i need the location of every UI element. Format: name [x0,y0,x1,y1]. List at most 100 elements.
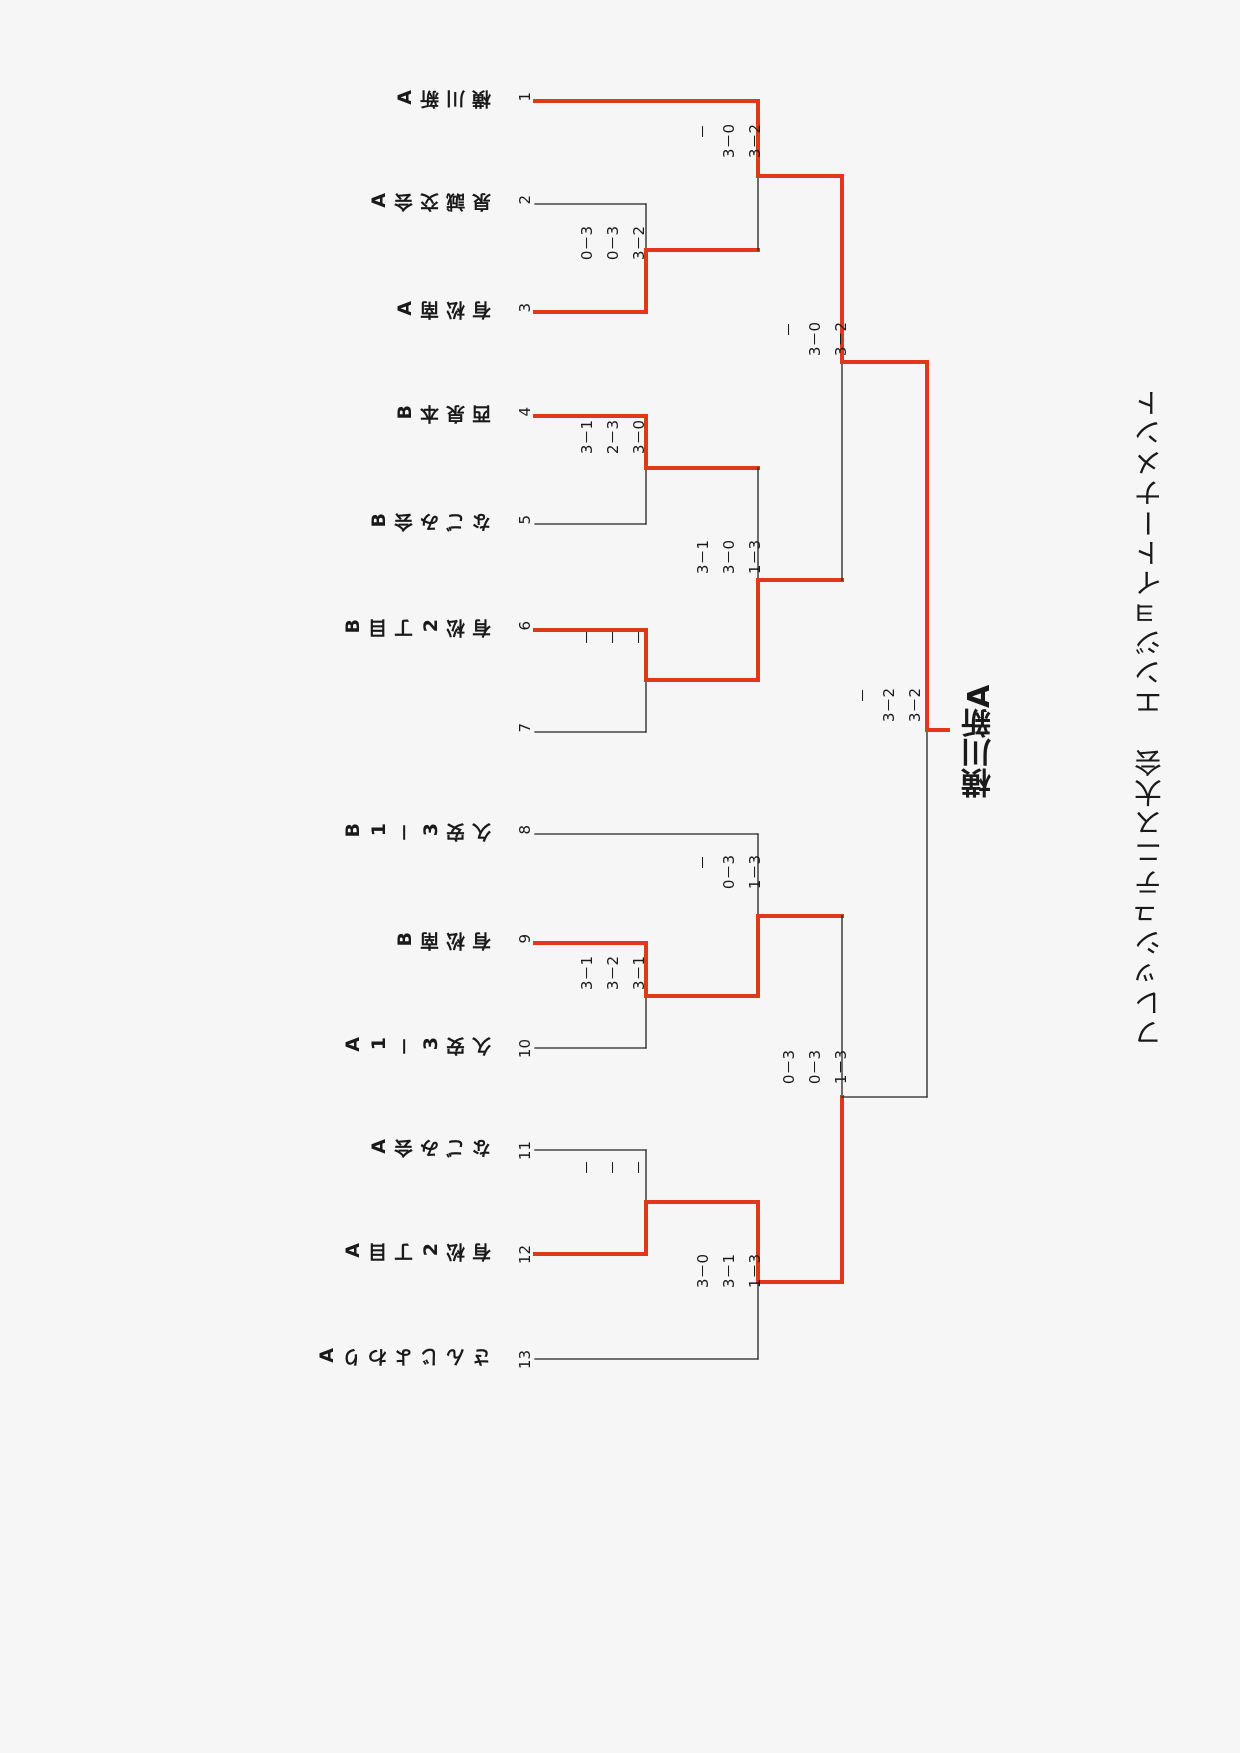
score-label: － [578,630,596,646]
team-name-char: A [342,1243,364,1258]
team-name-char: よ [394,1348,416,1367]
score-label: 1－3 [746,855,764,890]
team-name-char: 有 [472,1243,494,1262]
team-name-char: 目 [368,619,390,638]
score-label: － [854,688,872,704]
score-label: 3－0 [720,540,738,575]
team-name-char: 安 [446,823,468,842]
team-name-char: 本 [420,405,442,424]
team-number: 3 [516,303,534,313]
team-name-char: ご [446,1139,468,1158]
score-label: － [578,1160,596,1176]
team-number: 9 [516,934,534,944]
score-label: － [780,322,798,338]
team-name-char: 誠 [446,193,468,212]
team-name-char: B [368,513,390,528]
team-number: 13 [516,1350,534,1370]
team-name-char: A [394,301,416,316]
team-number: 7 [516,723,534,733]
team-name-char: 横 [472,90,494,109]
team-name-char: 有 [472,619,494,638]
team-name-char: 目 [368,1243,390,1262]
score-label: 0－3 [780,1050,798,1085]
team-number: 5 [516,515,534,525]
team-name-char: り [342,1348,364,1367]
score-label: 3－2 [604,956,622,991]
score-label: 3－0 [720,124,738,159]
team-name-char: 松 [446,619,468,638]
score-label: 3－1 [694,540,712,575]
team-name-char: 泉 [472,193,494,212]
team-number: 4 [516,407,534,417]
team-name-char: ご [446,513,468,532]
team-name-char: 川 [446,90,468,109]
score-label: 3－0 [630,420,648,455]
score-label: 3－2 [832,322,850,357]
team-name-char: A [368,1139,390,1154]
score-label: 0－3 [578,226,596,261]
team-name-char: 3 [420,823,442,837]
team-name-char: B [342,823,364,838]
team-name-char: 安 [446,1037,468,1056]
score-label: 0－3 [604,226,622,261]
score-label: － [630,630,648,646]
team-name-char: ん [446,1348,468,1367]
score-label: 3－0 [694,1254,712,1289]
team-name-char: 2 [420,1243,442,1257]
team-name-char: B [342,619,364,634]
score-label: 1－3 [746,540,764,575]
team-name-char: じ [420,1348,442,1367]
score-label: 3－0 [806,322,824,357]
score-label: 3－1 [720,1254,738,1289]
team-name-char: 丁 [394,619,416,638]
team-name-char: A [316,1348,338,1363]
team-number: 12 [516,1245,534,1265]
team-name-char: 南 [420,301,442,320]
team-name-char: 南 [420,932,442,951]
score-label: 0－3 [720,855,738,890]
team-name-char: － [394,1037,416,1057]
team-name-char: 泉 [446,405,468,424]
team-name-char: 松 [446,1243,468,1262]
team-name-char: み [420,1139,442,1158]
team-name-char: 有 [472,301,494,320]
team-name-char: な [472,513,494,532]
score-label: － [694,124,712,140]
score-label: 1－3 [832,1050,850,1085]
team-name-char: 新 [420,90,442,109]
score-label: 0－3 [806,1050,824,1085]
score-label: 1－3 [746,1254,764,1289]
team-name-char: 久 [472,823,494,842]
team-name-char: 会 [394,1139,416,1158]
team-name-char: A [368,193,390,208]
team-number: 1 [516,92,534,102]
team-name-char: 会 [394,513,416,532]
team-name-char: B [394,932,416,947]
score-label: 2－3 [604,420,622,455]
score-label: 3－2 [906,688,924,723]
team-number: 11 [516,1141,534,1161]
team-number: 6 [516,621,534,631]
team-name-char: 1 [368,1037,390,1051]
score-label: － [694,855,712,871]
score-label: 3－1 [630,956,648,991]
team-name-char: 交 [420,193,442,212]
team-name-char: 1 [368,823,390,837]
team-number: 10 [516,1039,534,1059]
team-name-char: わ [368,1348,390,1367]
team-name-char: 会 [394,193,416,212]
team-name-char: － [394,823,416,843]
score-label: － [630,1160,648,1176]
team-name-char: B [394,405,416,420]
score-label: 3－2 [746,124,764,159]
team-number: 2 [516,195,534,205]
score-label: － [604,630,622,646]
team-name-char: み [420,513,442,532]
team-name-char: 久 [472,1037,494,1056]
team-name-char: 3 [420,1037,442,1051]
score-label: 3－2 [630,226,648,261]
score-label: 3－1 [578,956,596,991]
team-name-char: 松 [446,301,468,320]
